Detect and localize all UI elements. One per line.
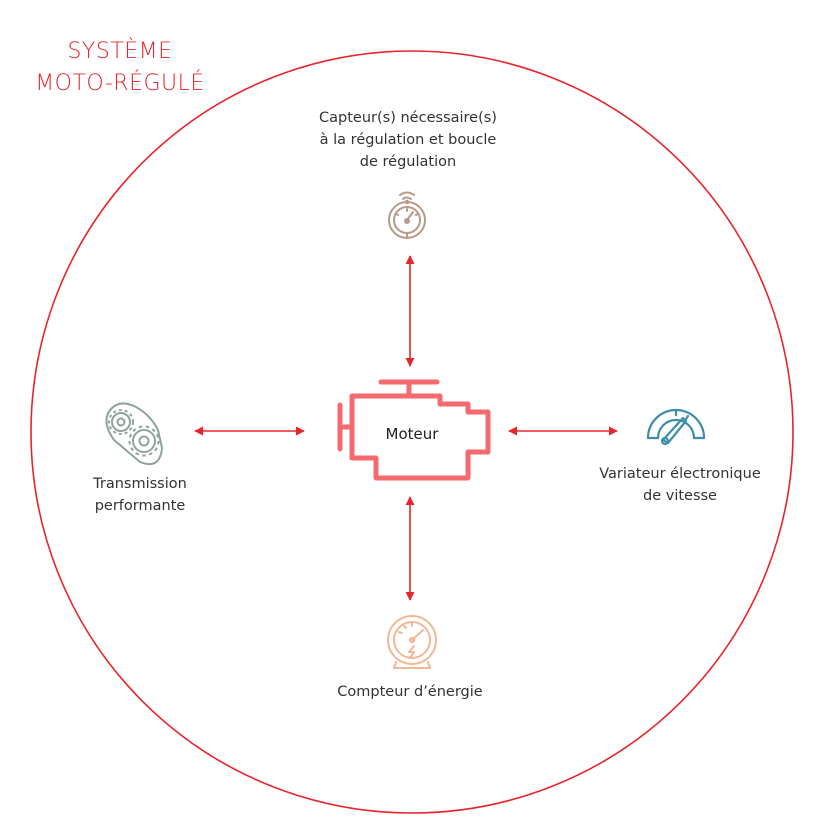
sensor-node-label: Capteur(s) nécessaire(s) à la régulation…: [296, 107, 520, 173]
gears-icon: [105, 402, 164, 466]
speedometer-icon: [646, 408, 706, 446]
variator-node-label: Variateur électronique de vitesse: [580, 463, 780, 507]
transmission-label-line-2: performante: [94, 498, 186, 514]
system-title-line-2: MOTO-RÉGULÉ: [35, 71, 205, 96]
sensor-label-line-2: à la régulation et boucle: [319, 132, 497, 148]
energy-meter-icon: [387, 615, 437, 669]
energy-meter-label-line-1: Compteur d’énergie: [337, 684, 483, 700]
transmission-label-line-1: Transmission: [93, 476, 187, 492]
energy-meter-node-label: Compteur d’énergie: [310, 681, 510, 703]
engine-icon: [337, 379, 491, 481]
engine-label: Moteur: [385, 425, 439, 443]
sensor-label-line-3: de régulation: [359, 154, 457, 170]
system-boundary-circle: [30, 50, 794, 814]
variator-label-line-1: Variateur électronique: [599, 466, 761, 482]
system-title-line-1: SYSTÈME: [67, 39, 173, 64]
gauge-sensor-icon: [388, 191, 426, 239]
variator-label-line-2: de vitesse: [643, 488, 717, 504]
sensor-label-line-1: Capteur(s) nécessaire(s): [319, 110, 497, 126]
transmission-node-label: Transmission performante: [70, 473, 210, 517]
system-title: SYSTÈME MOTO-RÉGULÉ: [30, 36, 210, 100]
